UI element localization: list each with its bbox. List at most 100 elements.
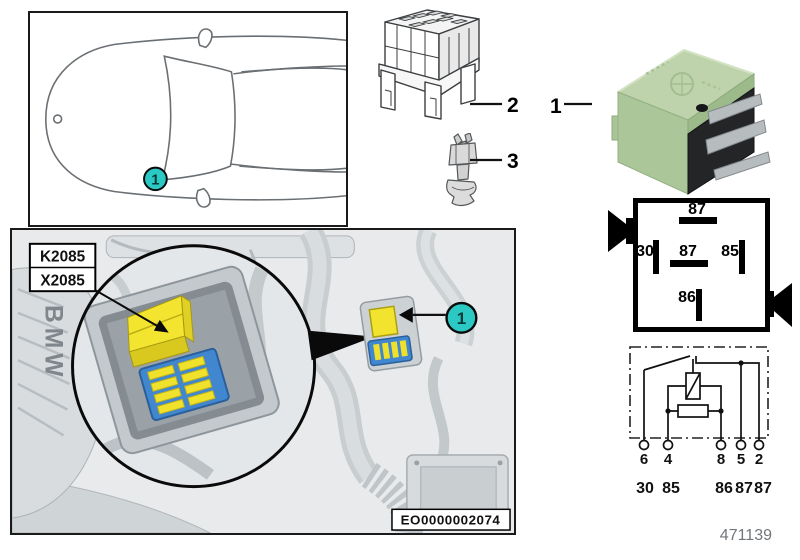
- callout-3: 3: [470, 150, 519, 173]
- pin-87-top-label: 87: [688, 201, 706, 218]
- relay-photo: [611, 48, 771, 195]
- pin-85-label: 85: [721, 243, 739, 260]
- car-mirror-bottom: [195, 187, 211, 208]
- car-callout-label: 1: [151, 172, 159, 188]
- wire-87-right: [695, 356, 760, 441]
- schematic-boundary: [629, 346, 769, 439]
- junction-dot: [718, 408, 724, 414]
- car-top-view-drawing: 1: [45, 28, 349, 208]
- pin-85-bar: [739, 240, 745, 274]
- car-windshield: [161, 55, 236, 181]
- relay-socket-drawing: [378, 9, 480, 120]
- fuses-yellow: [147, 355, 216, 415]
- pin-30-label: 30: [636, 243, 654, 260]
- relay-location-small: [359, 295, 423, 372]
- relay-top-highlight: [617, 48, 755, 93]
- fuse-holder-blue: [138, 347, 230, 422]
- junction-dot: [665, 408, 671, 414]
- callout-1-relay: 1: [550, 95, 592, 118]
- circuit-schematic: 6 4 8 5 2 30 85 86 87 87: [629, 346, 772, 497]
- connector-prong: [464, 133, 473, 144]
- connector-prong: [453, 133, 463, 146]
- photo-callout-1: 1: [445, 301, 478, 334]
- pin-86-bar: [696, 289, 702, 321]
- callout-3-label: 3: [507, 150, 519, 173]
- connector-neck: [456, 163, 470, 181]
- coil-diagonal: [685, 372, 701, 400]
- car-mirror-top: [197, 28, 213, 49]
- connector-flange-line: [451, 186, 475, 191]
- resistor-symbol: [677, 404, 709, 418]
- socket-top-slots: [398, 10, 468, 28]
- socket-leg-notch: [384, 89, 392, 106]
- relay-embossed-text: [645, 60, 721, 91]
- engine-bay-illustration: BMW: [12, 230, 514, 533]
- socket-front-seam: [384, 45, 440, 59]
- terminal-circles: [638, 439, 765, 451]
- pin-number: 6: [640, 451, 648, 468]
- relay-code-text: K2085: [40, 249, 86, 266]
- pin-number: 8: [717, 451, 725, 468]
- wire-86: [700, 385, 722, 441]
- relay-k2085-highlight: [127, 294, 195, 368]
- car-callout-1: 1: [143, 166, 168, 192]
- connector-code-text: X2085: [40, 272, 85, 289]
- fuse-compartment: [83, 265, 280, 455]
- fuse-holder-small: [367, 335, 413, 367]
- wire-85: [667, 385, 686, 441]
- socket-leg-right: [460, 63, 476, 105]
- magnifier-pointer: [307, 330, 375, 361]
- bmw-engine-text: BMW: [40, 305, 67, 381]
- pin-diagram-left-arrow-icon: [608, 210, 634, 252]
- socket-leg-notch: [429, 97, 437, 116]
- schematic-terminal-numbers: 30 85 86 87 87: [636, 480, 772, 497]
- car-nozzle: [52, 114, 63, 124]
- relay-socket-hole: [696, 104, 708, 112]
- photo-callout-label: 1: [457, 309, 466, 328]
- car-rear-glass-top: [241, 67, 349, 73]
- pin-87-center-label: 87: [679, 243, 697, 260]
- relay-pins: [705, 93, 771, 181]
- schematic-wires: [643, 355, 760, 441]
- terminal-number: 85: [662, 480, 680, 497]
- car-rear-glass-bottom: [239, 165, 349, 171]
- bmw-roundel-icon: [670, 72, 694, 96]
- engine-bay-photo: BMW: [10, 228, 516, 535]
- callout-1-relay-label: 1: [550, 95, 562, 118]
- socket-leg-left: [380, 69, 396, 111]
- magnifier-circle: [71, 244, 317, 489]
- pin-87-center-bar: [670, 260, 708, 267]
- pin-86-label: 86: [678, 289, 696, 306]
- terminal-number: 86: [715, 480, 733, 497]
- image-code-text: EO0000002074: [401, 513, 501, 528]
- switch-blade: [643, 355, 691, 371]
- callout-2: 2: [470, 94, 519, 117]
- pin-number: 2: [755, 451, 763, 468]
- connector-flange: [446, 179, 477, 207]
- pin-diagram-right-arrow-icon: [766, 283, 792, 327]
- car-location-box: 1: [28, 11, 349, 227]
- callout-2-label: 2: [507, 94, 519, 117]
- label-arrowhead-icon: [153, 319, 169, 333]
- magnifier-content: [72, 245, 315, 487]
- engine-cover-ribs: [17, 288, 71, 437]
- label-arrow-line: [94, 289, 158, 327]
- car-roof-rail-top: [233, 65, 348, 75]
- terminal-number: 30: [636, 480, 654, 497]
- terminal-number: 87: [735, 480, 753, 497]
- pin-87-top-bar: [679, 217, 717, 224]
- photo-arrowhead-icon: [398, 306, 413, 323]
- pin-number: 5: [737, 451, 745, 468]
- pin-number: 4: [664, 451, 673, 468]
- terminal-number: 87: [754, 480, 772, 497]
- image-code-plate: EO0000002074: [391, 508, 511, 531]
- schematic-pin-numbers: 6 4 8 5 2: [640, 451, 763, 468]
- document-number: 471139: [719, 527, 772, 544]
- relay-pin-diagram: 87 30 87 85 86: [608, 198, 792, 332]
- car-roof-rail-bottom: [231, 163, 348, 173]
- socket-leg-middle: [424, 81, 442, 120]
- pin-30-bar: [653, 240, 659, 274]
- connector-facets: [455, 144, 470, 164]
- junction-dot: [738, 360, 744, 366]
